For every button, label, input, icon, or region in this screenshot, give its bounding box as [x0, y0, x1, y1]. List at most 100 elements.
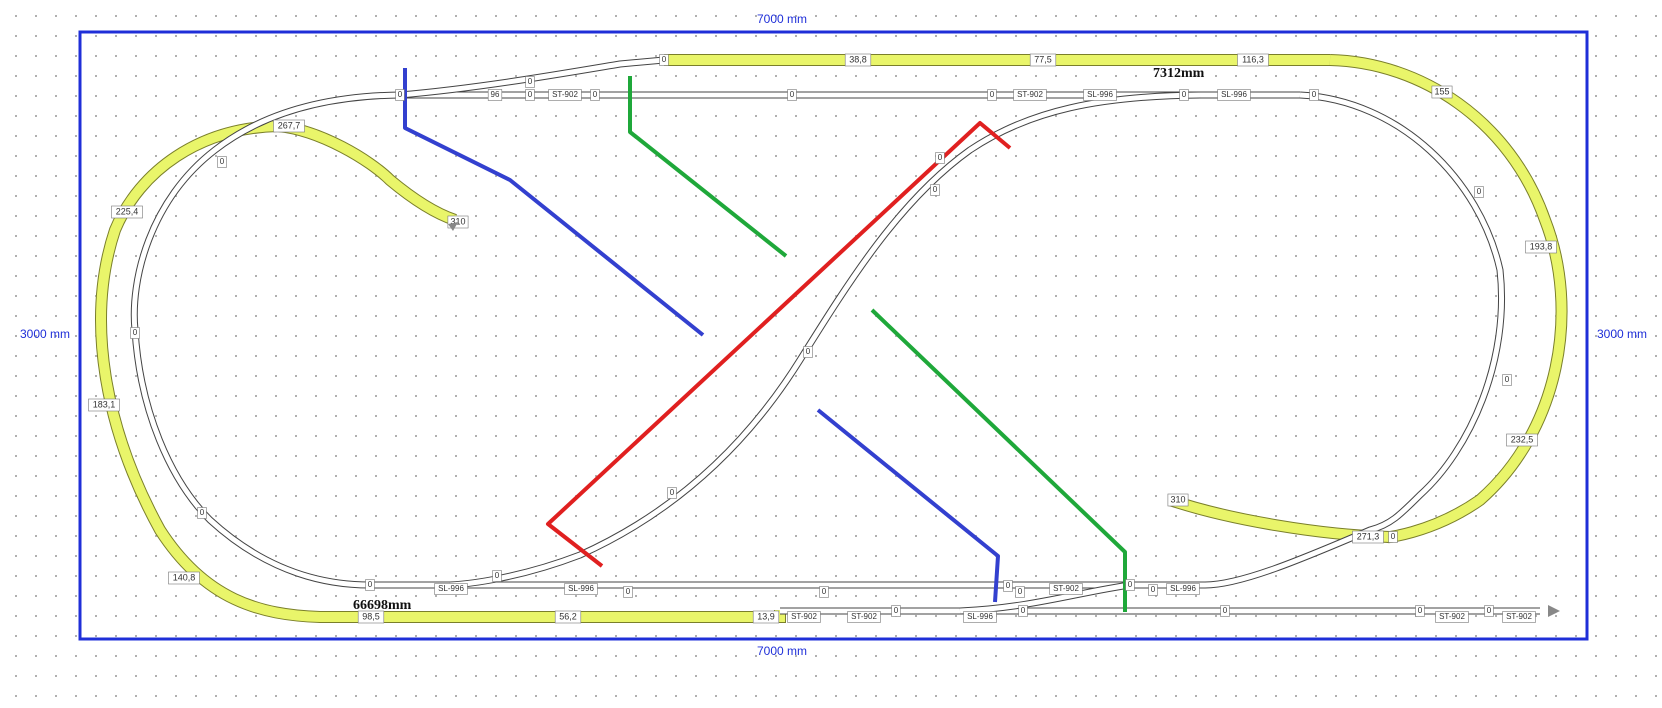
svg-text:0: 0: [1312, 90, 1317, 99]
zero-marker: 0: [659, 54, 669, 66]
height-marker: 155: [1431, 85, 1453, 99]
ramp-sections: [95, 54, 1568, 623]
svg-text:0: 0: [894, 606, 899, 615]
track-left-loop: [130, 91, 401, 589]
svg-text:38,8: 38,8: [849, 54, 867, 64]
svg-text:0: 0: [133, 328, 138, 337]
svg-text:SL-996: SL-996: [438, 584, 464, 593]
track-part-label: ST-902: [1435, 611, 1469, 623]
bottom-width-label: 7000 mm: [757, 644, 808, 658]
svg-text:0: 0: [1182, 90, 1187, 99]
upper-total-length: 7312mm: [1153, 66, 1205, 81]
top-width-label: 7000 mm: [757, 12, 808, 26]
zero-marker: 0: [590, 89, 600, 101]
svg-text:56,2: 56,2: [559, 611, 577, 621]
zero-marker: 0: [365, 579, 375, 591]
height-marker: 116,3: [1237, 53, 1269, 67]
svg-text:0: 0: [1223, 606, 1228, 615]
track-part-label: 96: [487, 89, 503, 101]
track-left-loop: [131, 92, 401, 588]
zero-marker: 0: [819, 586, 829, 598]
track-part-label: ST-902: [1049, 583, 1083, 595]
svg-text:ST-902: ST-902: [1506, 612, 1532, 621]
svg-text:0: 0: [1487, 606, 1492, 615]
track-part-label: SL-996: [1217, 89, 1251, 101]
svg-text:SL-996: SL-996: [1221, 90, 1247, 99]
track-bottom-branch: [959, 582, 1131, 614]
track-top-branch: [399, 57, 665, 98]
zero-marker: 0: [1179, 89, 1189, 101]
track-end-arrow-ramp: [448, 222, 458, 231]
track-part-label: ST-902: [1013, 89, 1047, 101]
svg-text:232,5: 232,5: [1511, 434, 1534, 444]
green-guide-top: [628, 76, 788, 258]
svg-text:SL-996: SL-996: [568, 584, 594, 593]
height-marker: 77,5: [1029, 53, 1057, 67]
svg-text:0: 0: [806, 347, 811, 356]
svg-text:0: 0: [1418, 606, 1423, 615]
svg-text:77,5: 77,5: [1034, 54, 1052, 64]
height-marker: 98,5: [357, 610, 385, 624]
track-part-label: SL-996: [434, 583, 468, 595]
track-part-label: SL-996: [564, 583, 598, 595]
svg-text:0: 0: [398, 90, 403, 99]
track-part-label: SL-996: [1083, 89, 1117, 101]
svg-text:13,9: 13,9: [757, 611, 775, 621]
svg-text:SL-996: SL-996: [1087, 90, 1113, 99]
svg-text:ST-902: ST-902: [851, 612, 877, 621]
ramp-left-loop: [96, 121, 785, 622]
zero-marker: 0: [492, 570, 502, 582]
svg-text:0: 0: [670, 488, 675, 497]
svg-text:0: 0: [1151, 585, 1156, 594]
height-marker: 232,5: [1506, 433, 1538, 447]
svg-text:183,1: 183,1: [93, 399, 116, 409]
zero-marker: 0: [1003, 580, 1013, 592]
zero-marker: 0: [1388, 531, 1398, 543]
svg-text:0: 0: [528, 90, 533, 99]
svg-text:ST-902: ST-902: [552, 90, 578, 99]
height-marker: 271,3: [1352, 530, 1384, 544]
svg-text:ST-902: ST-902: [1017, 90, 1043, 99]
zero-marker: 0: [1309, 89, 1319, 101]
height-marker: 193,8: [1525, 240, 1557, 254]
left-height-label: 3000 mm: [20, 327, 71, 341]
blue-guide-bottom: [816, 408, 1000, 603]
svg-text:0: 0: [1018, 587, 1023, 596]
svg-text:0: 0: [593, 90, 598, 99]
zero-marker: 0: [395, 89, 405, 101]
svg-text:0: 0: [495, 571, 500, 580]
zero-marker: 0: [1018, 605, 1028, 617]
svg-text:96: 96: [491, 90, 500, 99]
svg-text:0: 0: [1021, 606, 1026, 615]
svg-text:ST-902: ST-902: [1053, 584, 1079, 593]
zero-marker: 0: [525, 89, 535, 101]
lower-total-length: 66698mm: [353, 598, 412, 613]
zero-marker: 0: [935, 152, 945, 164]
svg-text:SL-996: SL-996: [967, 612, 993, 621]
zero-marker: 0: [667, 487, 677, 499]
svg-text:310: 310: [1170, 494, 1185, 504]
zero-marker: 0: [930, 184, 940, 196]
zero-marker: 0: [1502, 374, 1512, 386]
svg-text:SL-996: SL-996: [1170, 584, 1196, 593]
svg-text:155: 155: [1434, 86, 1449, 96]
svg-text:0: 0: [1006, 581, 1011, 590]
svg-text:0: 0: [626, 587, 631, 596]
svg-text:0: 0: [938, 153, 943, 162]
svg-text:0: 0: [200, 508, 205, 517]
svg-text:310: 310: [450, 216, 465, 226]
track-part-label: ST-902: [787, 611, 821, 623]
zero-marker: 0: [891, 605, 901, 617]
height-marker: 38,8: [844, 53, 872, 67]
svg-text:0: 0: [1477, 187, 1482, 196]
height-marker: 56,2: [554, 610, 582, 624]
board-border: [78, 30, 1589, 641]
zero-marker: 0: [1125, 579, 1135, 591]
svg-text:267,7: 267,7: [278, 120, 301, 130]
guide-lines: [403, 68, 1127, 612]
zero-marker: 0: [525, 76, 535, 88]
